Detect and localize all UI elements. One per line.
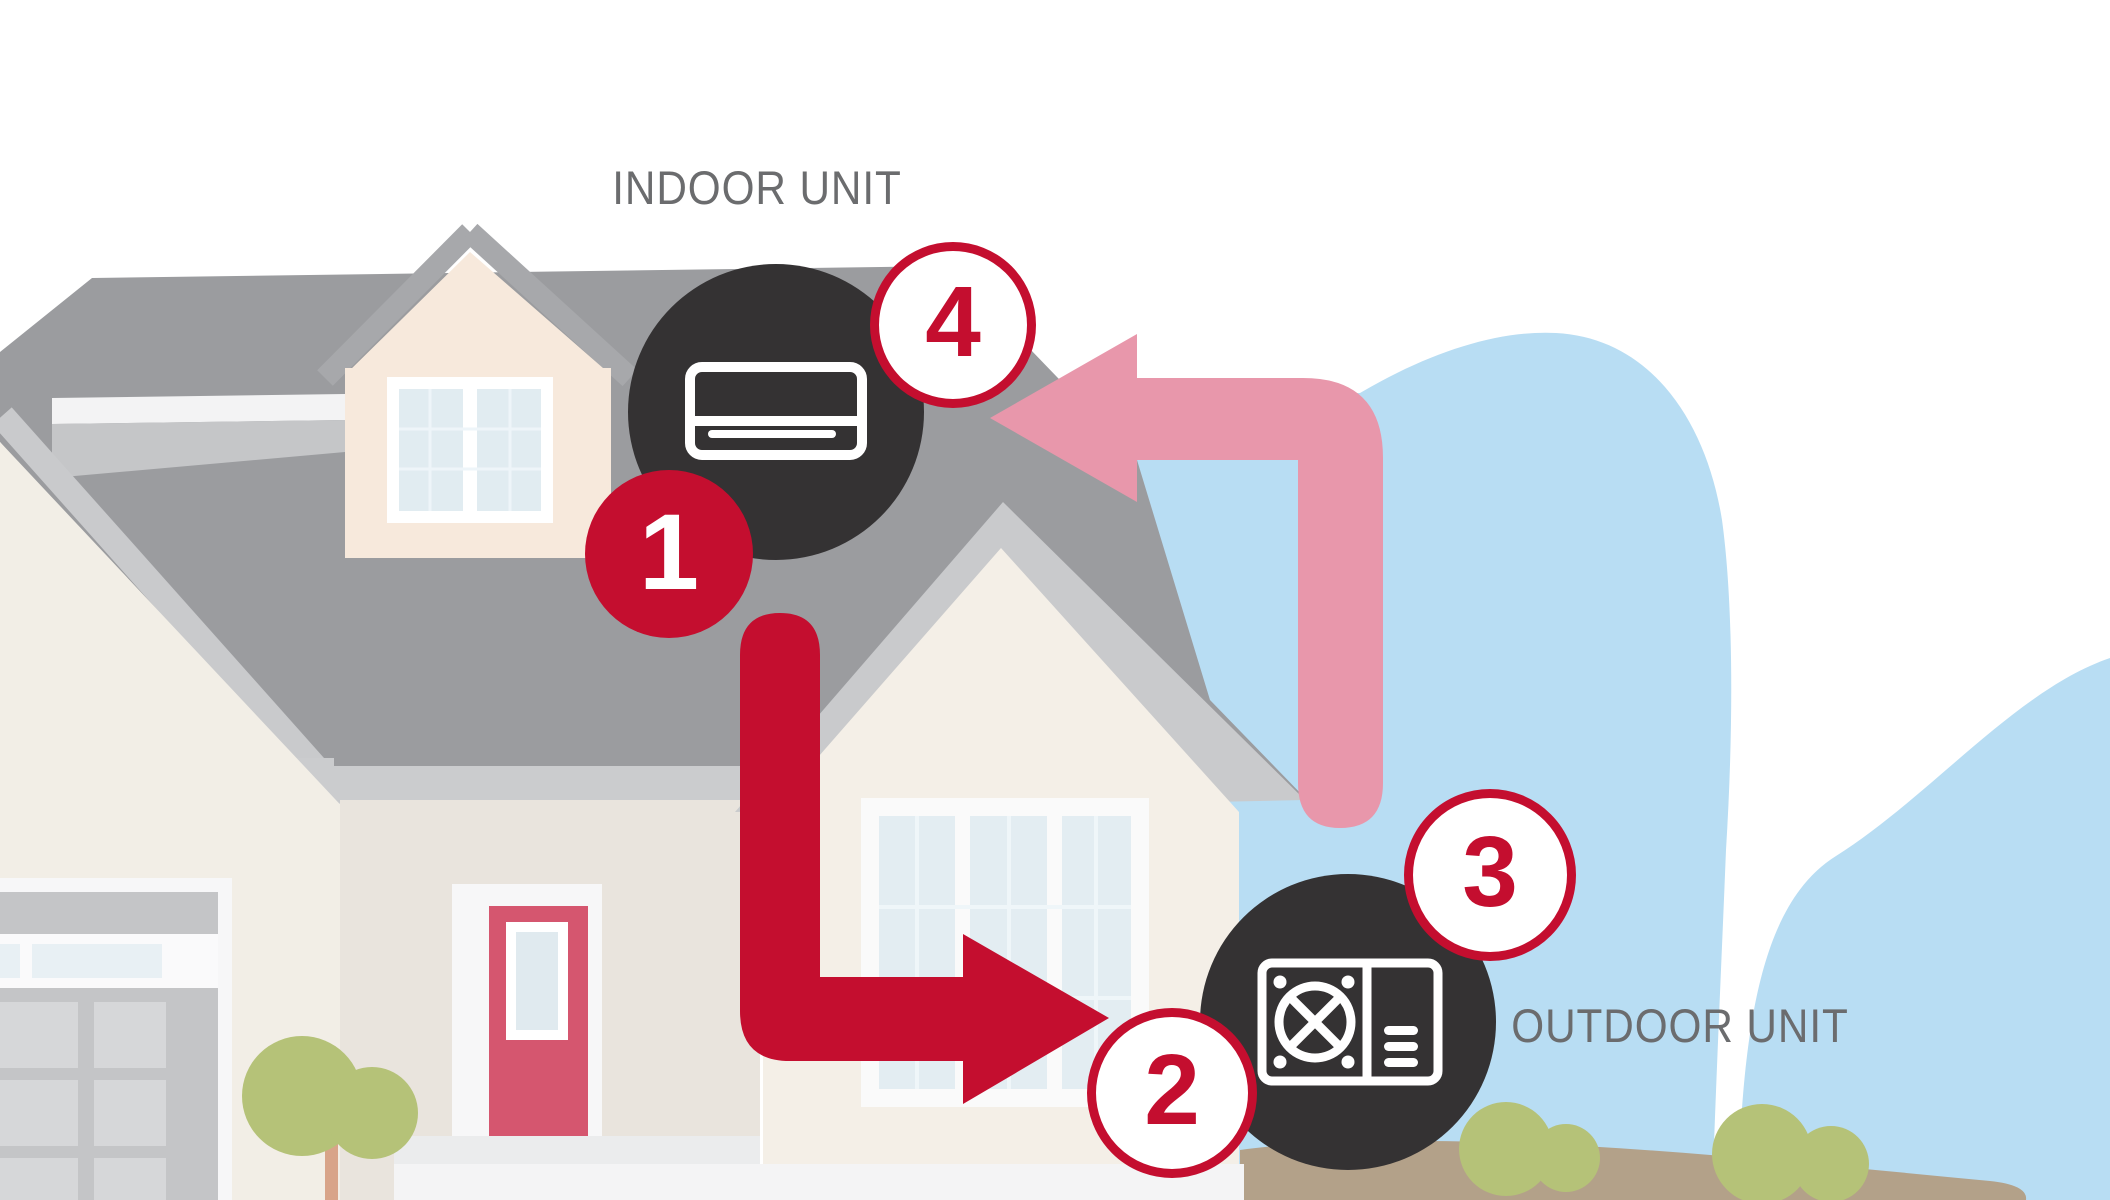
left-fascia (0, 407, 354, 809)
indoor-unit-label: INDOOR UNIT (612, 161, 902, 214)
tree (242, 1036, 418, 1200)
porch-step (394, 1136, 760, 1164)
step-number-2: 2 (1144, 1033, 1200, 1146)
dormer-window (387, 377, 553, 523)
roof-ridge-band (52, 394, 345, 424)
driveway (394, 1164, 1244, 1200)
outdoor-unit-badge (1200, 874, 1496, 1170)
step-number-4: 4 (925, 265, 981, 378)
supply-arrow (740, 613, 1109, 1104)
sky-cloud-small (1738, 658, 2110, 1200)
step-badge-1: 1 (585, 470, 753, 638)
bushes (1459, 1102, 1869, 1200)
step-badge-3: 3 (1404, 789, 1576, 961)
return-arrow (990, 334, 1383, 828)
step-number-3: 3 (1462, 815, 1518, 928)
dormer (317, 223, 638, 558)
outdoor-unit-label: OUTDOOR UNIT (1511, 999, 1849, 1052)
front-door (452, 884, 602, 1140)
outdoor-unit-icon (1257, 958, 1443, 1086)
step-badge-2: 2 (1087, 1008, 1257, 1178)
indoor-unit-icon (685, 362, 867, 460)
eave-band (276, 766, 764, 800)
step-badge-4: 4 (870, 242, 1036, 408)
garage-door (0, 878, 232, 1200)
step-number-1: 1 (638, 490, 700, 612)
roof-slope-band (52, 420, 345, 478)
